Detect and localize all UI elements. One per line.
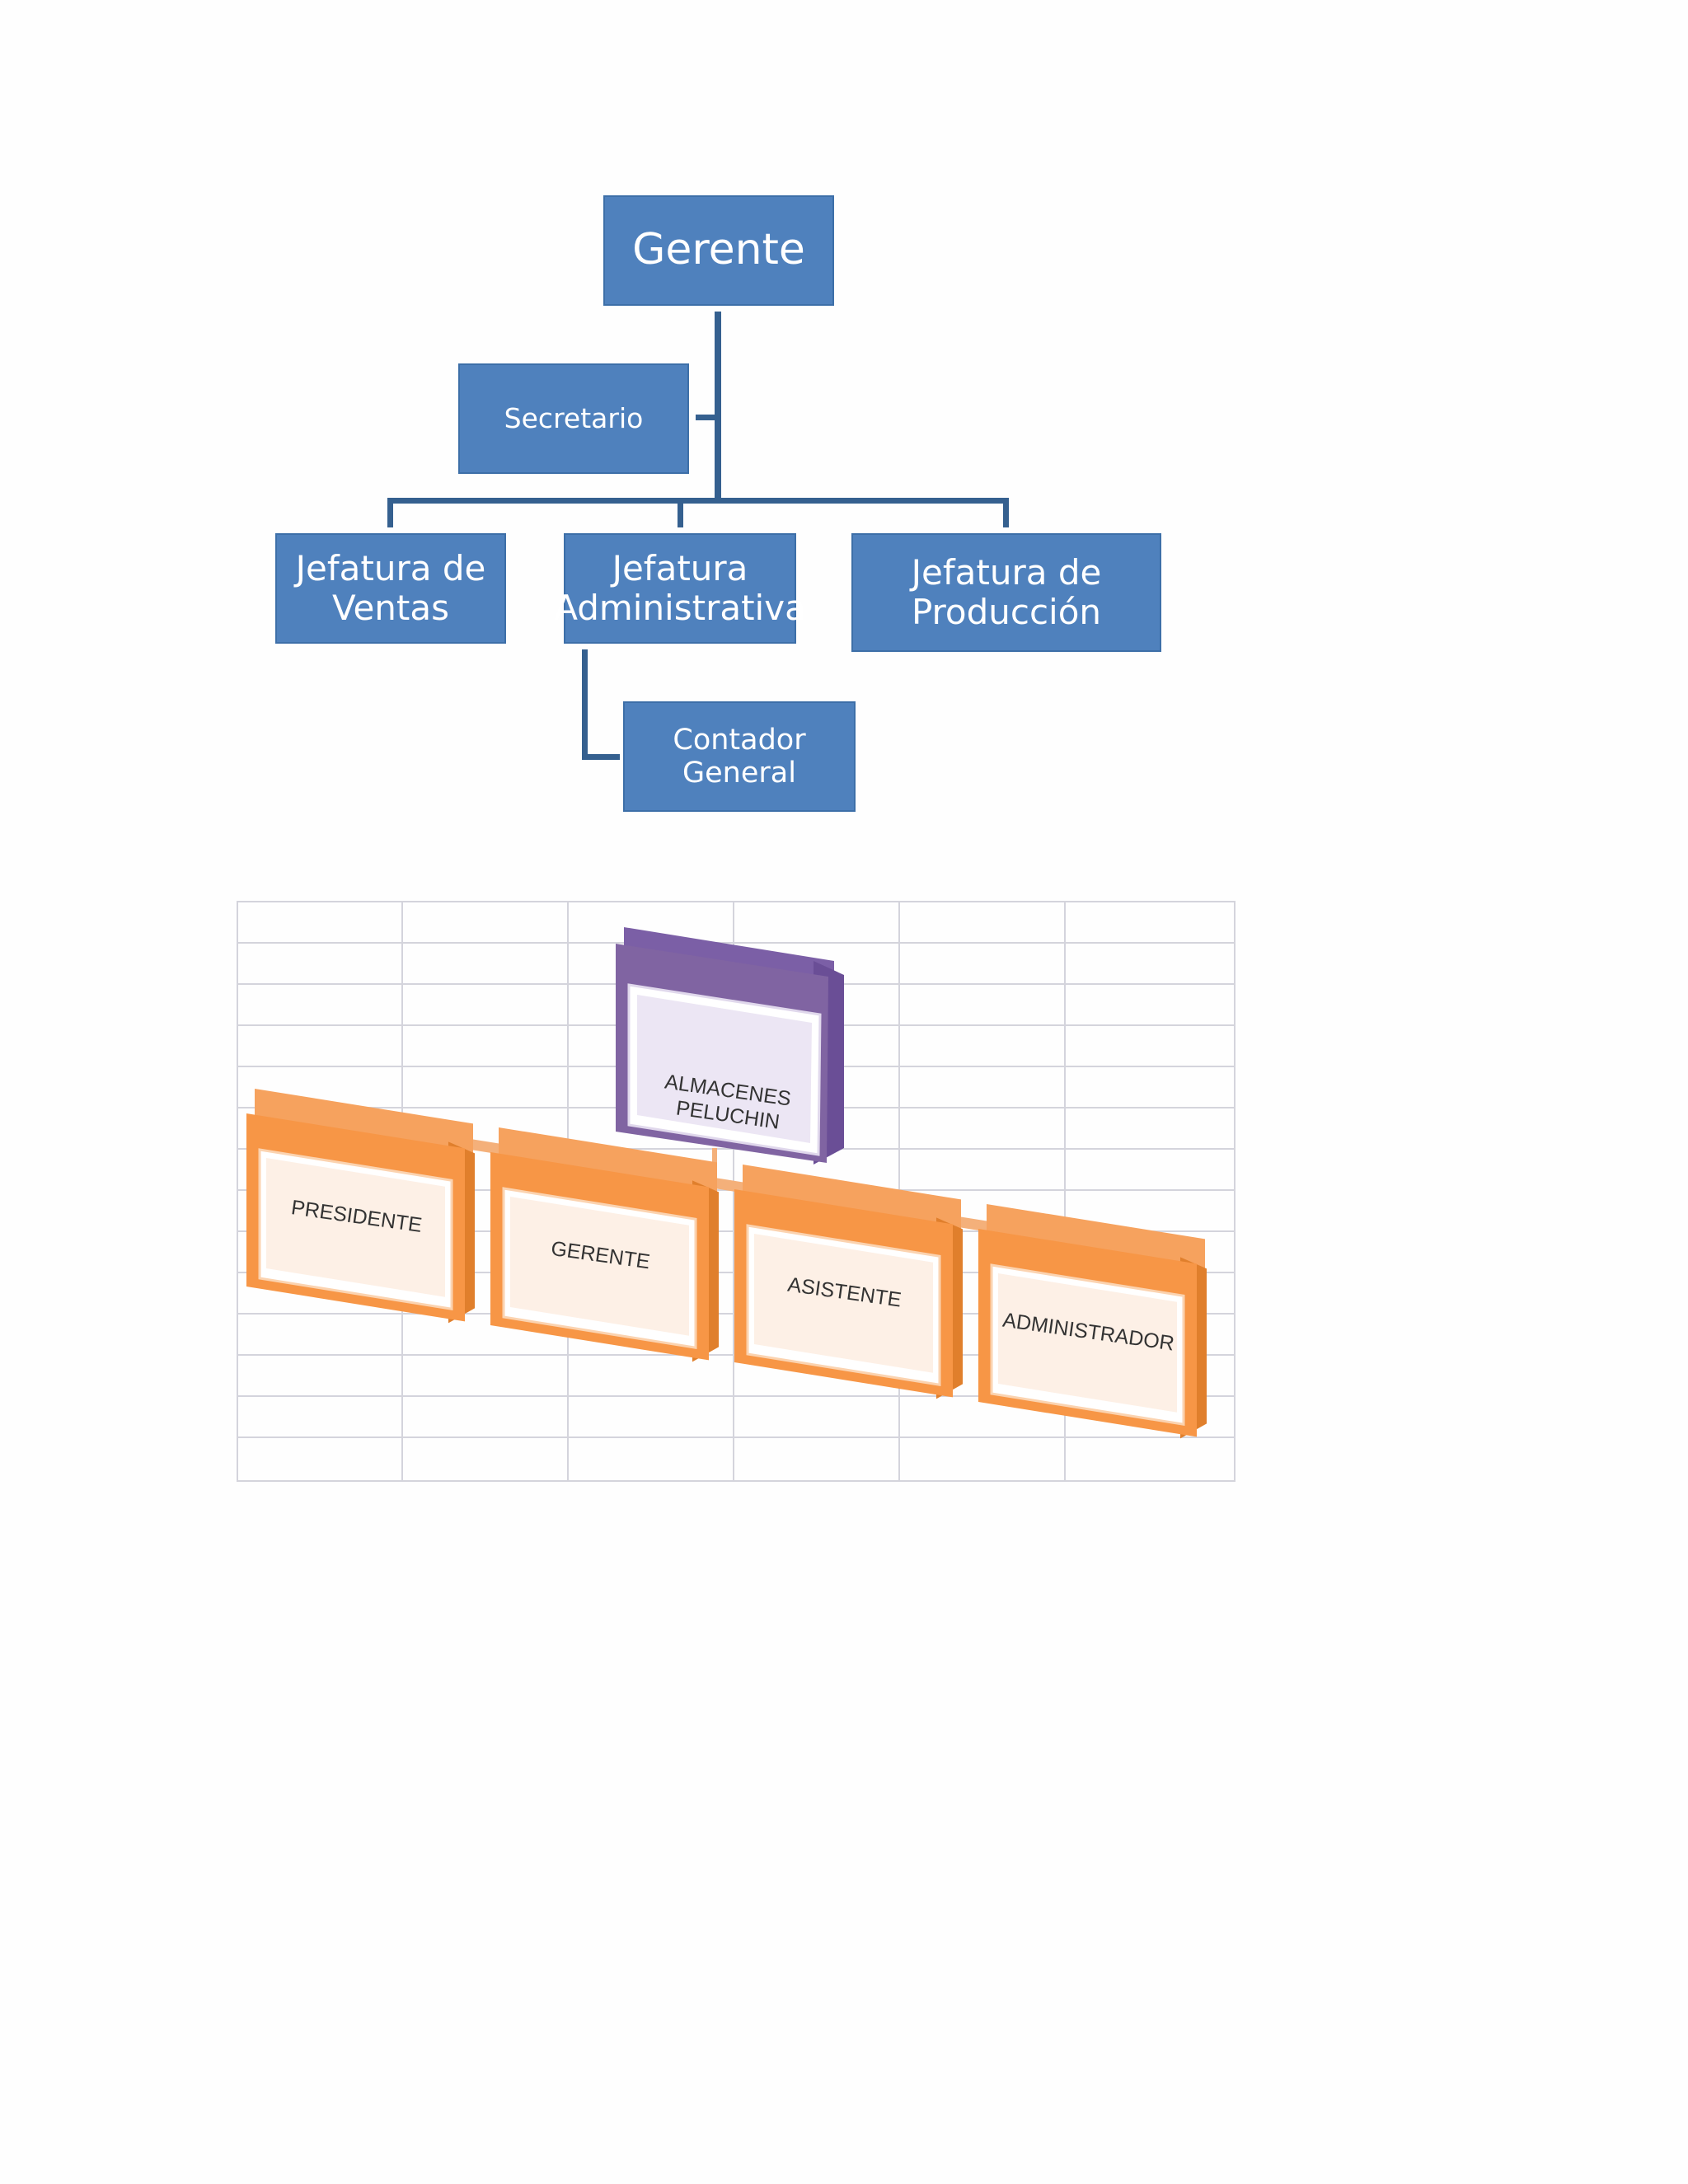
- box-jefatura-produccion: Jefatura de Producción: [851, 533, 1161, 652]
- connector-contador-vertical: [582, 649, 588, 759]
- connector-horizontal: [387, 498, 1009, 504]
- label-produccion-line1: Jefatura de: [911, 551, 1102, 593]
- label-contador-line2: General: [682, 757, 796, 790]
- connector-administrativa: [678, 498, 683, 527]
- label-produccion-line2: Producción: [911, 592, 1102, 632]
- box-jefatura-ventas: Jefatura de Ventas: [275, 533, 506, 644]
- label-gerente: Gerente: [632, 225, 805, 275]
- org-chart-3d-canvas: ALMACENES PELUCHIN PRESIDENTEGERENTEASIS…: [237, 901, 1236, 1482]
- box-member-gerente: GERENTE: [490, 1127, 719, 1362]
- label-administrativa-line2: Administrativa: [554, 588, 806, 628]
- box-member-administrador: ADMINISTRADOR: [978, 1204, 1207, 1439]
- box-jefatura-administrativa: Jefatura Administrativa: [554, 533, 806, 644]
- connector-secretario: [696, 415, 719, 420]
- box-member-presidente: PRESIDENTE: [246, 1089, 475, 1324]
- label-administrativa-line1: Jefatura: [612, 547, 748, 588]
- box-gerente: Gerente: [603, 195, 834, 306]
- box-member-asistente: ASISTENTE: [734, 1165, 963, 1399]
- box-almacenes-peluchin: ALMACENES PELUCHIN: [616, 927, 844, 1165]
- label-contador-line1: Contador: [673, 723, 806, 757]
- connector-gerente-down: [715, 312, 721, 503]
- org-chart-blue: Gerente Secretario Jefatura de Ventas Je…: [0, 0, 1688, 857]
- box-contador-general: Contador General: [623, 701, 856, 812]
- box-secretario: Secretario: [458, 363, 689, 474]
- connector-contador-horizontal: [582, 754, 620, 760]
- label-ventas-line2: Ventas: [331, 588, 449, 628]
- label-secretario: Secretario: [504, 402, 644, 435]
- label-ventas-line1: Jefatura de: [295, 547, 486, 588]
- connector-ventas: [387, 498, 393, 527]
- connector-produccion: [1003, 498, 1009, 527]
